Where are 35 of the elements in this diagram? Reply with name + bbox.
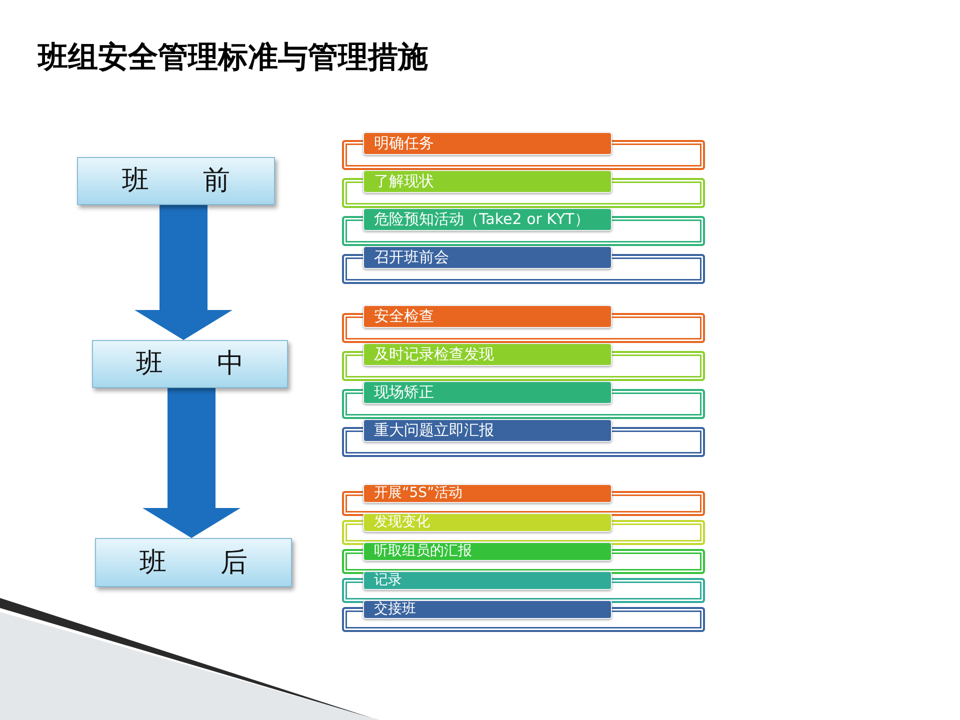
item-label: 交接班 — [374, 602, 416, 618]
item-bar — [363, 542, 612, 561]
item-label: 及时记录检查发现 — [374, 346, 494, 363]
stage-box — [92, 340, 288, 388]
item-bar — [363, 170, 612, 193]
stage-label: 班 前 — [122, 166, 230, 196]
stage-box — [77, 157, 275, 205]
page-title: 班组安全管理标准与管理措施 — [38, 40, 428, 76]
stage-label: 班 中 — [136, 349, 244, 379]
item-label: 重大问题立即汇报 — [374, 422, 494, 439]
item-bar — [363, 419, 612, 442]
item-label: 了解现状 — [374, 173, 434, 190]
item-bar — [363, 208, 612, 231]
item-label: 开展“5S”活动 — [374, 486, 462, 502]
item-bar — [363, 343, 612, 366]
block-arrow — [142, 388, 240, 538]
block-arrow — [134, 205, 232, 340]
item-label: 危险预知活动（Take2 or KYT） — [374, 211, 590, 228]
stage-label: 班 后 — [140, 548, 248, 578]
item-bar — [363, 132, 612, 155]
item-bar — [363, 513, 612, 532]
item-bar — [363, 484, 612, 503]
item-bar — [363, 571, 612, 590]
item-bar — [363, 305, 612, 328]
item-label: 记录 — [374, 572, 402, 588]
stage-box — [95, 538, 292, 587]
item-label: 明确任务 — [374, 135, 434, 152]
item-label: 现场矫正 — [374, 384, 434, 401]
item-label: 发现变化 — [374, 514, 430, 530]
item-label: 安全检查 — [374, 308, 434, 325]
item-bar — [363, 381, 612, 404]
item-label: 听取组员的汇报 — [374, 544, 472, 560]
item-bar — [363, 246, 612, 269]
item-bar — [363, 600, 612, 619]
item-label: 召开班前会 — [374, 249, 449, 266]
